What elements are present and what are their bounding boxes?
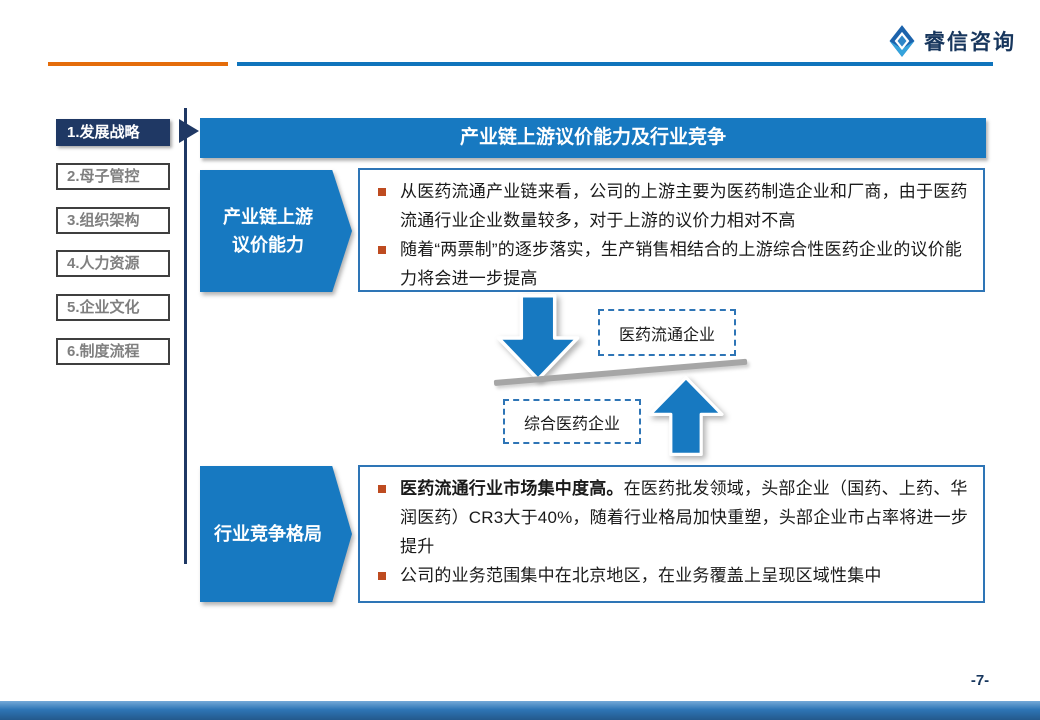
page-number: -7-: [970, 672, 990, 689]
top-orange-line: [48, 62, 228, 66]
sidebar-item-corporate-culture[interactable]: 5.企业文化: [56, 294, 170, 321]
sidebar-item-human-resources[interactable]: 4.人力资源: [56, 250, 170, 277]
footer-bar: [0, 701, 1040, 720]
upstream-bargaining-textbox: 从医药流通产业链来看，公司的上游主要为医药制造企业和厂商，由于医药流通行业企业数…: [358, 168, 985, 292]
bullet-item: 医药流通行业市场集中度高。在医药批发领域，头部企业（国药、上药、华润医药）CR3…: [372, 474, 971, 561]
top-blue-line: [237, 62, 993, 66]
bullet-item: 随着“两票制”的逐步落实，生产销售相结合的上游综合性医药企业的议价能力将会进一步…: [372, 235, 971, 293]
bullet-regular-text: 在医药批发领域，头部企业（国药、上药、华润医药）CR3大于40%，随着行业格局加…: [400, 479, 969, 556]
sidebar-item-development-strategy[interactable]: 1.发展战略: [56, 119, 170, 146]
section-label-line: 行业竞争格局: [214, 524, 322, 544]
industry-competition-textbox: 医药流通行业市场集中度高。在医药批发领域，头部企业（国药、上药、华润医药）CR3…: [358, 465, 985, 603]
up-arrow-icon: [646, 371, 726, 466]
section-label-line: 产业链上游: [223, 207, 313, 227]
bullet-item: 公司的业务范围集中在北京地区，在业务覆盖上呈现区域性集中: [372, 561, 971, 590]
bullet-square-icon: [378, 485, 386, 493]
down-arrow-icon: [494, 294, 582, 387]
bullet-square-icon: [378, 246, 386, 254]
sidebar-item-parent-subsidiary-control[interactable]: 2.母子管控: [56, 163, 170, 190]
bullet-square-icon: [378, 188, 386, 196]
bullet-text: 从医药流通产业链来看，公司的上游主要为医药制造企业和厂商，由于医药流通行业企业数…: [400, 182, 968, 230]
bullet-bold-text: 医药流通行业市场集中度高。: [400, 479, 624, 498]
bullet-square-icon: [378, 572, 386, 580]
section-label-upstream-bargaining: 产业链上游 议价能力: [200, 170, 352, 292]
sidebar-vertical-line: [184, 108, 187, 564]
bullet-text: 随着“两票制”的逐步落实，生产销售相结合的上游综合性医药企业的议价能力将会进一步…: [400, 240, 963, 288]
sidebar-item-process-system[interactable]: 6.制度流程: [56, 338, 170, 365]
active-item-arrow-icon: [179, 119, 199, 143]
section-label-industry-competition: 行业竞争格局: [200, 466, 352, 602]
company-logo: 睿信咨询: [888, 24, 1016, 58]
section-label-line: 议价能力: [232, 235, 304, 255]
sidebar-item-org-structure[interactable]: 3.组织架构: [56, 207, 170, 234]
bullet-text: 医药流通行业市场集中度高。在医药批发领域，头部企业（国药、上药、华润医药）CR3…: [400, 474, 971, 561]
integrated-pharma-company-box: 综合医药企业: [503, 399, 641, 444]
bullet-item: 从医药流通产业链来看，公司的上游主要为医药制造企业和厂商，由于医药流通行业企业数…: [372, 177, 971, 235]
logo-diamond-icon: [889, 25, 915, 57]
logo-text: 睿信咨询: [924, 31, 1016, 54]
pharma-distribution-company-box: 医药流通企业: [598, 309, 736, 356]
page-title: 产业链上游议价能力及行业竞争: [200, 118, 986, 158]
bullet-text: 公司的业务范围集中在北京地区，在业务覆盖上呈现区域性集中: [400, 566, 882, 585]
